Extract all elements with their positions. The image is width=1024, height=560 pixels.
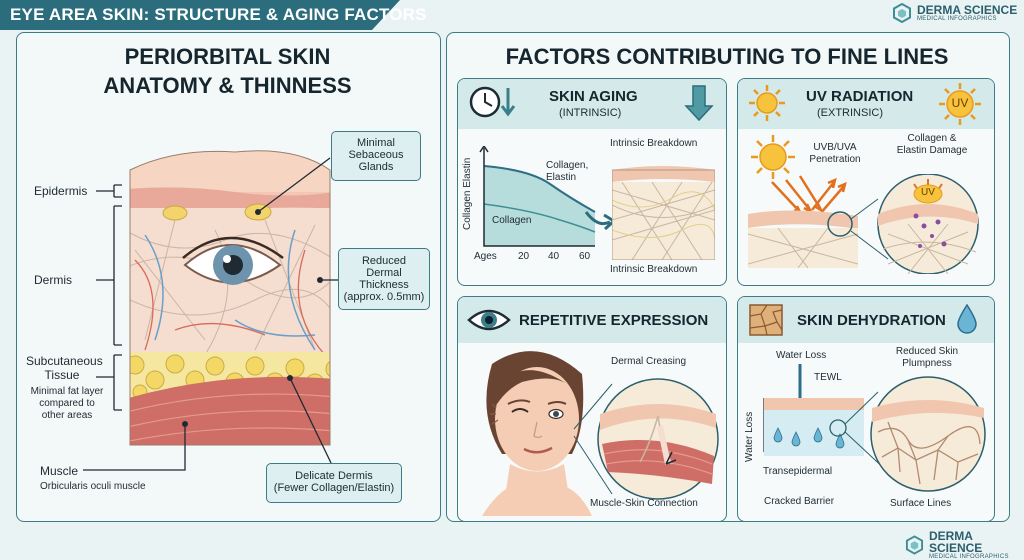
chart-lower-label: Collagen bbox=[492, 215, 532, 226]
callout-leader-lines bbox=[257, 157, 350, 466]
chart-axes bbox=[483, 148, 595, 247]
callout-delicate-dermis: Delicate Dermis (Fewer Collagen/Elastin) bbox=[266, 463, 402, 503]
anatomy-title: PERIORBITAL SKIN ANATOMY & THINNESS bbox=[40, 42, 415, 100]
cracked-tile-icon bbox=[749, 304, 783, 336]
skin-aging-title: SKIN AGING bbox=[549, 88, 638, 105]
dehydration-barrier-label: Cracked Barrier bbox=[764, 496, 835, 507]
sun-icon bbox=[749, 85, 785, 121]
chart-line-collagen bbox=[483, 203, 596, 233]
expression-face-illustration bbox=[482, 351, 719, 516]
uv-damage-label: Collagen & Elastin Damage bbox=[896, 133, 968, 156]
eye-icon bbox=[467, 309, 511, 331]
uv-sub: (EXTRINSIC) bbox=[817, 107, 883, 119]
uv-badge-text: UV bbox=[951, 96, 969, 110]
dehydration-transepidermal-label: Transepidermal bbox=[763, 466, 833, 477]
skin-cross-section bbox=[129, 150, 331, 446]
label-muscle-note: Orbicularis oculi muscle bbox=[40, 481, 146, 492]
dehydration-axis-label: Water Loss bbox=[744, 411, 755, 462]
layer-brackets bbox=[96, 184, 122, 411]
label-subcutaneous: Subcutaneous Tissue bbox=[26, 354, 103, 382]
clock-arrow-icon bbox=[469, 86, 516, 118]
brand-logo-bottom: DERMA SCIENCE MEDICAL INFOGRAPHICS bbox=[905, 530, 1024, 560]
down-arrow-icon bbox=[684, 85, 714, 122]
skin-aging-bottom-label: Intrinsic Breakdown bbox=[610, 264, 698, 275]
label-muscle: Muscle bbox=[40, 464, 79, 478]
uv-penetration-label: UVB/UVA Penetration bbox=[809, 142, 861, 165]
chart-ylabel: Collagen Elastin bbox=[462, 157, 473, 230]
chart-tick-40: 40 bbox=[548, 251, 560, 262]
chart-line-collagen-elastin bbox=[483, 165, 596, 213]
collagen-decline-chart bbox=[479, 146, 596, 247]
expression-connection-label: Muscle-Skin Connection bbox=[590, 498, 698, 509]
chart-tick-60: 60 bbox=[579, 251, 591, 262]
label-subcutaneous-note: Minimal fat layer compared to other area… bbox=[30, 386, 104, 421]
chart-upper-label: Collagen, Elastin bbox=[546, 160, 589, 183]
dehydration-illustration bbox=[763, 364, 986, 492]
title-banner bbox=[0, 0, 400, 30]
expression-crease-label: Dermal Creasing bbox=[611, 356, 687, 367]
skin-aging-sub: (INTRINSIC) bbox=[559, 107, 622, 119]
chart-tick-20: 20 bbox=[518, 251, 530, 262]
brand-sub: MEDICAL INFOGRAPHICS bbox=[917, 16, 997, 22]
skin-aging-top-label: Intrinsic Breakdown bbox=[610, 138, 698, 149]
anatomy-title-line1: PERIORBITAL SKIN bbox=[124, 44, 331, 69]
brand-name: DERMA SCIENCE bbox=[928, 529, 983, 555]
uv-penetration-illustration bbox=[748, 174, 979, 274]
dehydration-water-label: Water Loss bbox=[776, 350, 827, 361]
uv-small-badge-text: UV bbox=[921, 187, 935, 198]
callout-dermal-thickness: Reduced Dermal Thickness (approx. 0.5mm) bbox=[338, 248, 430, 310]
muscle-leader-line bbox=[83, 424, 186, 471]
hexagon-logo-icon bbox=[905, 535, 924, 555]
brand-sub: MEDICAL INFOGRAPHICS bbox=[928, 554, 1009, 560]
hexagon-logo-icon bbox=[893, 3, 911, 23]
dehydration-plumpness-label: Reduced Skin Plumpness bbox=[895, 346, 959, 369]
dehydration-tewl-label: TEWL bbox=[814, 372, 842, 383]
uv-badge-icon bbox=[939, 83, 981, 125]
anatomy-title-line2: ANATOMY & THINNESS bbox=[103, 73, 352, 98]
chart-area-fill bbox=[484, 166, 595, 246]
banner-title: EYE AREA SKIN: STRUCTURE & AGING FACTORS bbox=[10, 5, 427, 24]
sun-icon bbox=[751, 135, 795, 179]
uv-title: UV RADIATION bbox=[806, 88, 914, 105]
water-drop-icon bbox=[957, 304, 977, 334]
brand-logo-top: DERMA SCIENCE MEDICAL INFOGRAPHICS bbox=[892, 3, 1017, 23]
brand-name: DERMA SCIENCE bbox=[917, 3, 1018, 17]
chart-xlabel: Ages bbox=[474, 251, 497, 262]
dehydration-surface-label: Surface Lines bbox=[890, 498, 952, 509]
callout-sebaceous: Minimal Sebaceous Glands bbox=[331, 131, 421, 181]
dehydration-title: SKIN DEHYDRATION bbox=[797, 312, 946, 329]
factors-title: FACTORS CONTRIBUTING TO FINE LINES bbox=[505, 44, 949, 69]
label-epidermis: Epidermis bbox=[34, 184, 88, 198]
intrinsic-breakdown-block bbox=[612, 166, 715, 260]
expression-title: REPETITIVE EXPRESSION bbox=[519, 312, 709, 329]
label-dermis: Dermis bbox=[34, 273, 72, 287]
